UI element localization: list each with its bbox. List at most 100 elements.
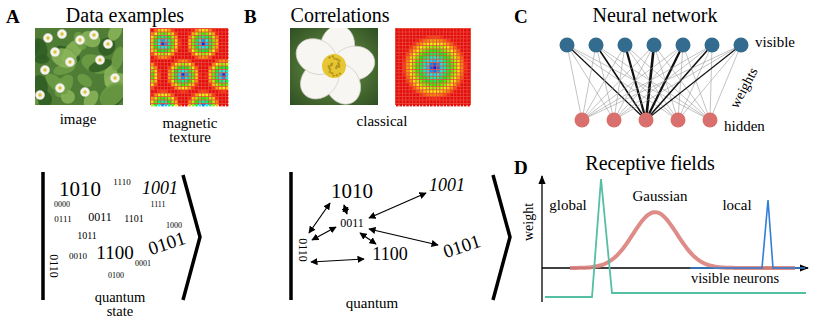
spin-cell (209, 97, 212, 100)
spin-cell (416, 100, 419, 103)
spin-cell (165, 90, 168, 93)
spin-cell (161, 29, 164, 32)
spin-cell (416, 83, 419, 86)
spin-cell (171, 66, 174, 69)
spin-cell (430, 100, 433, 103)
spin-cell (430, 46, 433, 49)
spin-cell (202, 100, 205, 103)
spin-cell (216, 43, 219, 46)
spin-cell (178, 73, 181, 76)
spin-cell (450, 70, 453, 73)
spin-cell (437, 29, 440, 32)
spin-cell (403, 49, 406, 52)
spin-cell (205, 73, 208, 76)
spin-cell (399, 43, 402, 46)
spin-cell (202, 53, 205, 56)
spin-cell (178, 83, 181, 86)
spin-cell (226, 63, 229, 66)
spin-cell (185, 56, 188, 59)
spin-cell (195, 87, 198, 90)
spin-cell (226, 100, 229, 103)
spin-cell (205, 66, 208, 69)
spin-cell (226, 43, 229, 46)
axis-label: visible neurons (691, 271, 779, 287)
spin-cell (403, 104, 406, 107)
spin-cell (226, 90, 229, 93)
spin-cell (165, 104, 168, 107)
stamen (332, 55, 334, 57)
spin-cell (410, 56, 413, 59)
texture-ground (395, 28, 471, 105)
spin-cell (437, 32, 440, 35)
spin-cell (185, 100, 188, 103)
spin-cell (447, 43, 450, 46)
spin-cell (158, 66, 161, 69)
spin-cell (467, 53, 470, 56)
spin-cell (168, 87, 171, 90)
spin-cell (151, 87, 154, 90)
spin-cell (457, 70, 460, 73)
spin-cell (423, 100, 426, 103)
spin-cell (202, 90, 205, 93)
spin-cell (406, 36, 409, 39)
spin-cell (420, 94, 423, 97)
spin-cell (420, 36, 423, 39)
stamen (338, 60, 340, 62)
spin-cell (420, 32, 423, 35)
spin-cell (171, 60, 174, 63)
spin-cell (188, 32, 191, 35)
spin-cell (202, 87, 205, 90)
spin-cell (406, 77, 409, 80)
spin-cell (161, 94, 164, 97)
spin-cell (410, 100, 413, 103)
spin-cell (151, 90, 154, 93)
spin-cell (182, 63, 185, 66)
spin-cell (413, 94, 416, 97)
spin-cell (171, 39, 174, 42)
spin-cell (202, 80, 205, 83)
spin-cell (154, 80, 157, 83)
spin-cell (450, 77, 453, 80)
spin-cell (423, 63, 426, 66)
spin-cell (209, 77, 212, 80)
spin-cell (420, 80, 423, 83)
spin-cell (420, 63, 423, 66)
spin-cell (420, 70, 423, 73)
spin-cell (430, 56, 433, 59)
spin-cell (396, 80, 399, 83)
spin-cell (226, 53, 229, 56)
spin-cell (406, 83, 409, 86)
spin-cell (427, 56, 430, 59)
spin-cell (212, 94, 215, 97)
spin-cell (185, 70, 188, 73)
spin-cell (447, 90, 450, 93)
spin-cell (195, 56, 198, 59)
spin-cell (212, 104, 215, 107)
spin-cell (199, 49, 202, 52)
spin-cell (219, 49, 222, 52)
spin-cell (222, 60, 225, 63)
weight-line (646, 45, 712, 120)
leaf (35, 39, 42, 54)
spin-cell (161, 63, 164, 66)
spin-cell (410, 73, 413, 76)
spin-cell (464, 104, 467, 107)
spin-cell (195, 83, 198, 86)
spin-cell (212, 46, 215, 49)
spin-cell (205, 46, 208, 49)
spin-cell (219, 80, 222, 83)
spin-cell (416, 43, 419, 46)
spin-cell (461, 80, 464, 83)
spin-cell (461, 63, 464, 66)
spin-cell (182, 90, 185, 93)
spin-cell (406, 53, 409, 56)
spin-cell (188, 49, 191, 52)
spin-cell (219, 104, 222, 107)
spin-cell (406, 73, 409, 76)
spin-cell (205, 94, 208, 97)
spin-cell (195, 36, 198, 39)
spin-cell (450, 63, 453, 66)
spin-cell (182, 94, 185, 97)
spin-cell (396, 53, 399, 56)
spin-cell (416, 39, 419, 42)
